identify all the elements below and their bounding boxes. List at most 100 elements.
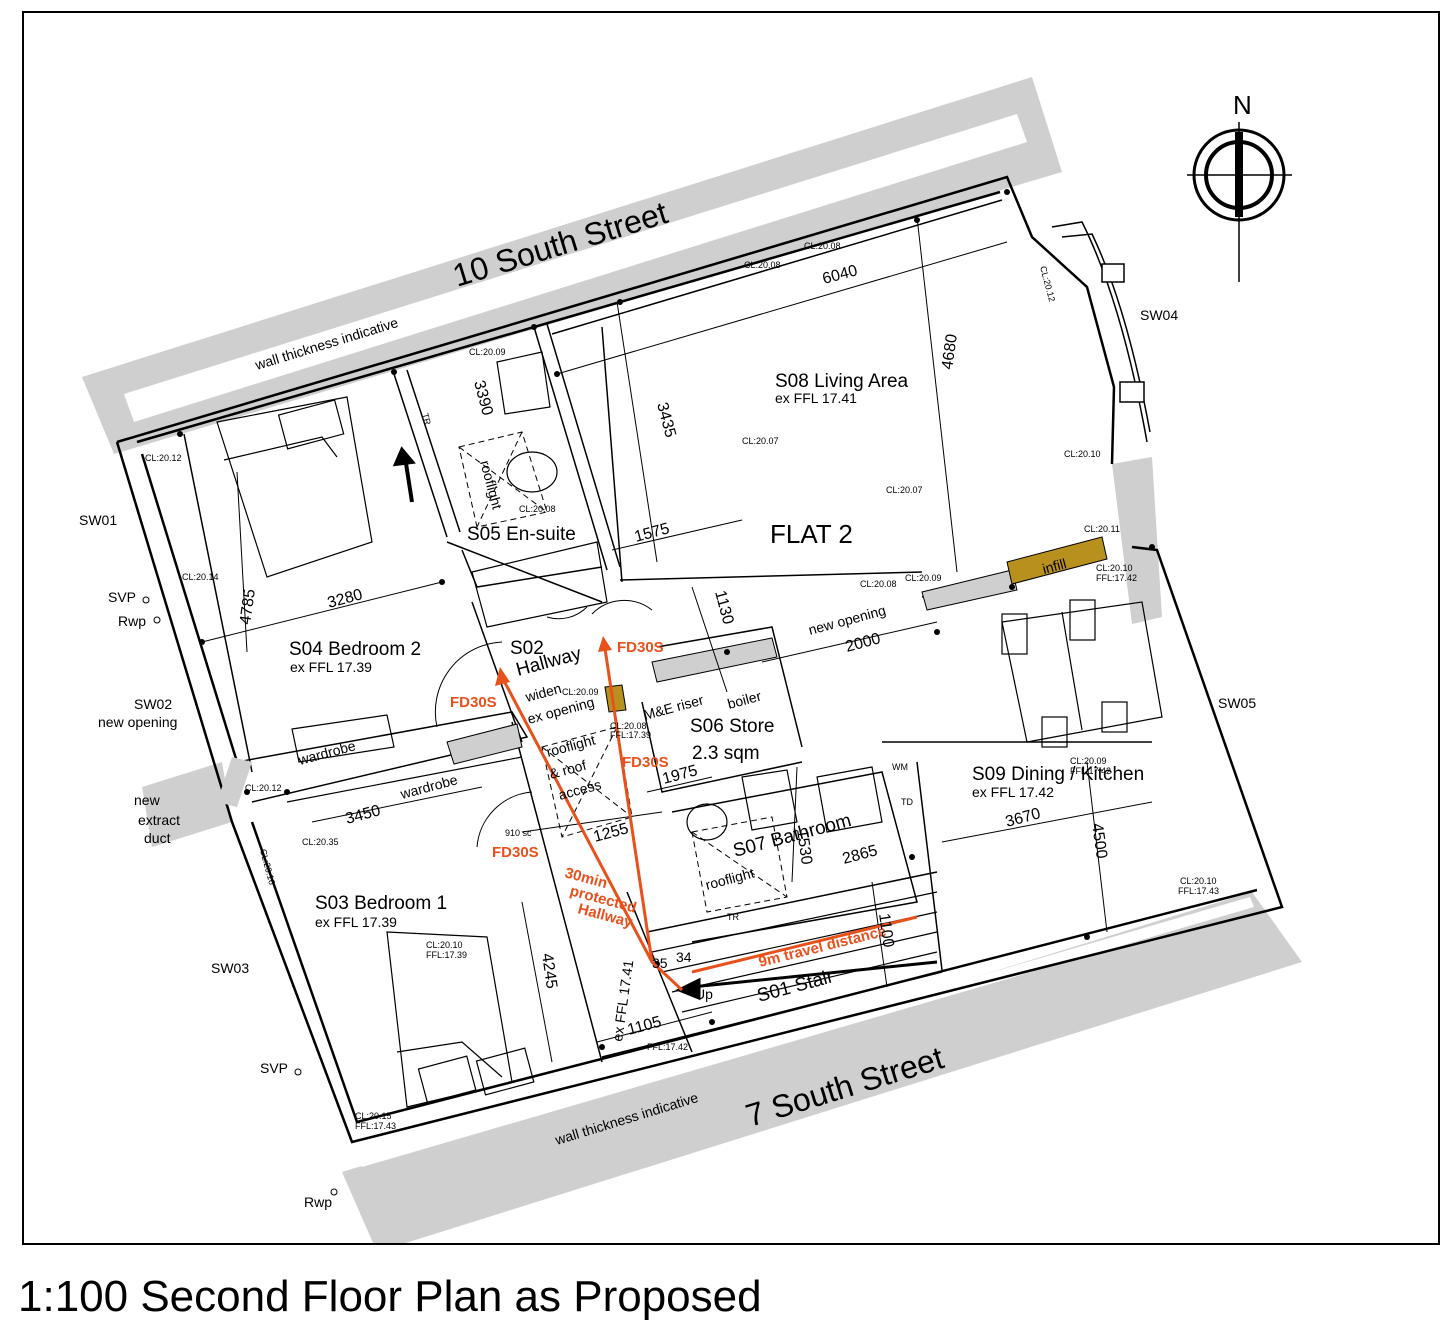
- s02-room-name-1: S02: [510, 638, 544, 659]
- drawing-caption: 1:100 Second Floor Plan as Proposed: [18, 1272, 762, 1321]
- s03-ffl: ex FFL 17.39: [315, 914, 397, 930]
- level-cl2009a: CL:20.09: [469, 347, 506, 357]
- fd30s-label-3: FD30S: [622, 754, 669, 771]
- level-cl2016: CL:20.16: [258, 848, 277, 886]
- s09-ffl: ex FFL 17.42: [972, 784, 1054, 800]
- s06-area: 2.3 sqm: [692, 743, 760, 764]
- new-extract-line-1: new: [134, 792, 161, 808]
- dim-2865: 2865: [841, 842, 880, 868]
- level-ffl1743b: FFL:17.43: [355, 1121, 396, 1131]
- window-sw02-note: new opening: [98, 714, 177, 730]
- s04-room-name: S04 Bedroom 2: [289, 639, 421, 660]
- s08-room-name: S08 Living Area: [775, 371, 909, 392]
- floor-plan: N 10 South Street 7 South Street wall th…: [79, 77, 1302, 1243]
- rooflight-label-1: rooflight: [477, 459, 505, 511]
- s04-ffl: ex FFL 17.39: [290, 659, 372, 675]
- level-cl2011: CL:20.11: [1084, 524, 1120, 534]
- s05-room-name: S05 En-suite: [467, 524, 576, 545]
- north-party-wall-gap: [124, 114, 1027, 422]
- level-cl2008e: CL:20.08: [610, 721, 647, 731]
- ensuite-arrow: [392, 446, 416, 503]
- dim-4785: 4785: [237, 588, 259, 626]
- level-ffl1743a: FFL:17.43: [1178, 886, 1219, 896]
- south-party-wall-gap: [357, 897, 1254, 1167]
- dim-1100: 1100: [875, 912, 897, 949]
- svp-label-1: SVP: [108, 589, 136, 605]
- kitchen-wall: [921, 569, 1018, 611]
- dimension-lines: [201, 216, 1153, 1063]
- north-compass: [1187, 122, 1292, 282]
- level-cl2010d: CL:20.10: [1180, 876, 1217, 886]
- boiler-label: boiler: [726, 687, 764, 711]
- dim-1530: 1530: [793, 828, 815, 866]
- rooflight-label-2: rooflight: [545, 732, 597, 760]
- level-cl2015: CL:20.15: [355, 1111, 392, 1121]
- step-34-label: 34: [676, 949, 692, 965]
- level-cl2010c: CL:20.10: [426, 940, 463, 950]
- roof-access-label-3: access: [557, 776, 603, 803]
- infill-label: infill: [1041, 555, 1068, 577]
- up-label: Up: [695, 986, 713, 1002]
- window-sw02: SW02: [134, 696, 172, 712]
- tr-label-2: TR: [727, 912, 739, 922]
- rwp-label-1: Rwp: [118, 613, 146, 629]
- dim-1130: 1130: [711, 589, 736, 627]
- svp-label-2: SVP: [260, 1060, 288, 1076]
- window-sw04: SW04: [1140, 307, 1178, 323]
- level-cl2010a: CL:20.10: [1064, 449, 1101, 459]
- window-sw03: SW03: [211, 960, 249, 976]
- store-wall: [651, 637, 778, 683]
- dimension-ticks: [177, 189, 1155, 1050]
- bay-window-sw04: [1051, 221, 1151, 443]
- level-cl2008c: CL:20.08: [519, 504, 556, 514]
- fd30s-label-1: FD30S: [450, 694, 497, 711]
- dim-4245: 4245: [538, 952, 560, 990]
- wm-label: WM: [892, 762, 908, 772]
- level-cl2012b: CL:20.12: [145, 453, 182, 463]
- level-cl2009b: CL:20.09: [905, 573, 942, 583]
- rooflight-outlines: [458, 431, 788, 913]
- rooflight-label-3: rooflight: [704, 865, 756, 893]
- dim-1575: 1575: [633, 520, 672, 546]
- drawing-frame: N 10 South Street 7 South Street wall th…: [22, 11, 1440, 1245]
- tr-label-1: TR: [420, 412, 433, 427]
- level-ffl1739b: FFL:17.39: [426, 950, 467, 960]
- level-ffl1742b: FFL:17.42: [647, 1042, 688, 1052]
- dim-3280: 3280: [326, 586, 365, 612]
- s09-room-name: S09 Dining / Kitchen: [972, 764, 1144, 785]
- left-extract-wall: [142, 762, 232, 847]
- compass-label: N: [1233, 90, 1252, 120]
- wardrobe-label-1: wardrobe: [296, 737, 358, 768]
- level-cl2035: CL:20.35: [302, 837, 339, 847]
- level-cl2008a: CL:20.08: [744, 260, 781, 270]
- south-party-wall: [342, 892, 1302, 1243]
- flat-label: FLAT 2: [770, 519, 853, 549]
- stair-up-arrow: [675, 960, 938, 1001]
- level-cl2012c: CL:20.12: [245, 783, 282, 793]
- level-cl2009c: CL:20.09: [562, 687, 599, 697]
- dim-4500: 4500: [1088, 822, 1110, 860]
- step-35-label: 35: [652, 955, 668, 971]
- internal-walls: [183, 199, 1152, 1063]
- furniture: [216, 351, 1163, 1108]
- dim-4680: 4680: [939, 333, 961, 371]
- s03-room-name: S03 Bedroom 1: [315, 893, 447, 914]
- window-sw05: SW05: [1218, 695, 1256, 711]
- level-ffl1742a: FFL:17.42: [1096, 573, 1137, 583]
- dim-1105: 1105: [626, 1014, 664, 1039]
- level-ffl1742c: FFL:17.42: [1070, 766, 1111, 776]
- level-cl2008b: CL:20.08: [804, 241, 841, 251]
- infill-block: [1006, 536, 1108, 585]
- new-extract-line-3: duct: [144, 830, 171, 846]
- fd30s-label-4: FD30S: [492, 844, 539, 861]
- s08-ffl: ex FFL 17.41: [775, 390, 857, 406]
- dim-1255: 1255: [592, 820, 631, 846]
- bedroom-wall: [217, 757, 252, 807]
- dim-2000: 2000: [844, 630, 883, 656]
- service-pipes: [142, 596, 338, 1196]
- level-cl2007a: CL:20.07: [742, 436, 779, 446]
- me-riser-infill: [604, 684, 627, 713]
- hallway-wall: [446, 723, 523, 765]
- rwp-label-2: Rwp: [304, 1194, 332, 1210]
- dim-6040: 6040: [821, 262, 860, 288]
